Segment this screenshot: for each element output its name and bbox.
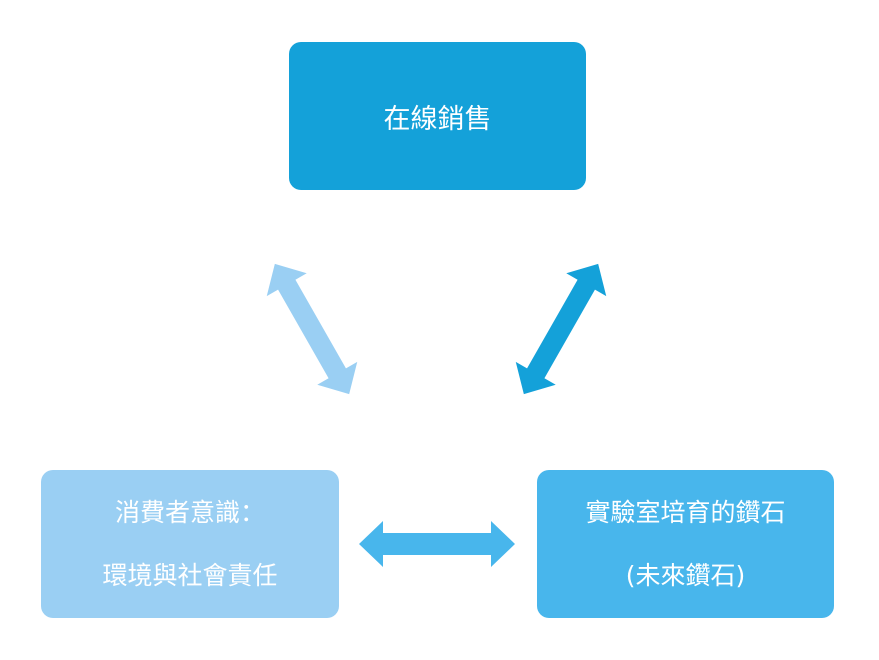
node-consumer-awareness: 消費者意識： 環境與社會責任 <box>41 470 339 618</box>
node-lab-grown-diamonds: 實驗室培育的鑽石 (未來鑽石) <box>537 470 834 618</box>
arrow-top-right-double-icon <box>515 263 607 395</box>
node-online-sales-label: 在線銷售 <box>383 103 492 135</box>
node-consumer-awareness-line1: 消費者意識： <box>114 498 265 527</box>
node-online-sales: 在線銷售 <box>289 42 586 190</box>
node-consumer-awareness-line2: 環境與社會責任 <box>102 561 278 590</box>
node-lab-grown-diamonds-line1: 實驗室培育的鑽石 <box>585 498 786 527</box>
arrow-bottom-double-icon <box>359 521 515 567</box>
arrow-top-left-double-icon <box>266 263 358 395</box>
node-lab-grown-diamonds-line2: (未來鑽石) <box>625 561 746 590</box>
